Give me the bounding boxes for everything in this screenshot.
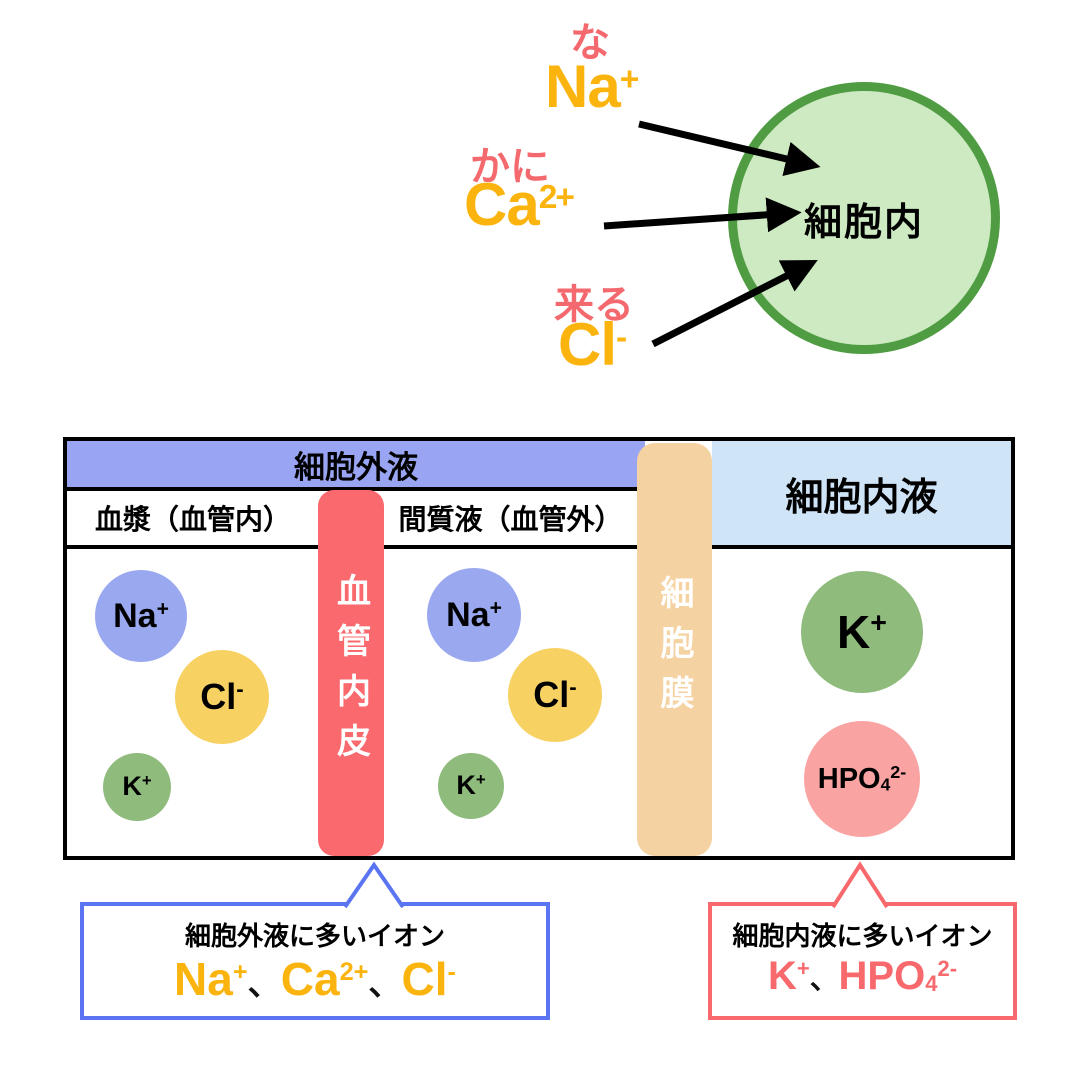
callout-title: 細胞外液に多いイオン [184, 921, 445, 951]
ion-symbol: HPO [817, 762, 881, 795]
cell-label: 細胞内 [803, 201, 924, 244]
ion-charge: + [796, 955, 810, 981]
mnemonic-kana-ca: かに [470, 145, 550, 189]
ion-charge: - [616, 319, 627, 357]
ion-label: K+ [456, 770, 485, 801]
mnemonic-ion-cl: Cl- [558, 310, 627, 379]
callout-title: 細胞内液に多いイオン [732, 921, 993, 951]
ion-symbol: Cl [533, 674, 570, 715]
ion-symbol: Cl [401, 953, 448, 1005]
ion-charge: - [569, 674, 577, 700]
separator: 、 [809, 964, 839, 996]
ion-charge: + [156, 596, 169, 620]
membrane-bar-label: 細胞膜 [655, 574, 693, 725]
blue-pointer-icon [343, 861, 405, 909]
ion-label: Cl- [200, 676, 243, 718]
fluid-compartment-table: 細胞外液 細胞内液 血漿（血管内） 間質液（血管外） Na+ Cl- K+ Na… [63, 437, 1015, 860]
intracellular-header-label: 細胞内液 [785, 476, 938, 519]
ion-label: K+ [837, 605, 887, 659]
separator: 、 [368, 966, 402, 1003]
ion-symbol: Ca [464, 171, 540, 238]
ion-symbol: Na [545, 53, 621, 120]
ion-circle-hpo4-intracellular: HPO42- [804, 721, 920, 837]
mnemonic-kana-cl: 来る [554, 283, 634, 327]
ion-circle-cl-plasma: Cl- [175, 650, 269, 744]
ion-label: K+ [122, 771, 151, 802]
ion-symbol: K [456, 770, 476, 801]
callout-ion-list: Na+、Ca2+、Cl- [84, 953, 546, 1006]
interstitial-header-label: 間質液（血管外） [398, 504, 623, 535]
ion-charge: + [870, 607, 887, 640]
ion-symbol: K [122, 771, 142, 802]
ion-symbol: Cl [558, 311, 617, 378]
ion-circle-k-interstitial: K+ [438, 753, 504, 819]
ion-circle-na-plasma: Na+ [95, 570, 187, 662]
ion-circle-k-intracellular: K+ [801, 571, 923, 693]
plasma-header-label: 血漿（血管内） [94, 504, 291, 535]
ion-label: Na+ [446, 596, 502, 635]
membrane-bar: 細胞膜 [637, 443, 712, 856]
ion-subscript: 4 [880, 774, 891, 795]
plasma-header: 血漿（血管内） [67, 491, 319, 545]
divider-line [67, 487, 645, 491]
ion-symbol: Na [174, 953, 233, 1005]
callout-ion-list: K+、HPO42- [712, 953, 1013, 999]
ion-charge: + [475, 770, 486, 790]
mnemonic-ion-ca: Ca2+ [464, 170, 575, 239]
ion-charge: + [232, 957, 248, 986]
ion-charge: 2+ [538, 179, 575, 217]
ion-symbol: Na [446, 595, 490, 634]
endothelium-bar-label: 血管内皮 [331, 573, 370, 773]
ion-charge: + [141, 771, 152, 791]
ion-symbol: K [837, 606, 871, 658]
extracellular-header: 細胞外液 [67, 441, 645, 487]
intracellular-ions-callout: 細胞内液に多いイオン K+、HPO42- [708, 902, 1017, 1020]
intracellular-header: 細胞内液 [712, 441, 1011, 545]
ion-symbol: K [767, 954, 797, 998]
extracellular-header-label: 細胞外液 [294, 449, 418, 485]
ion-circle-cl-interstitial: Cl- [508, 648, 602, 742]
ion-symbol: Ca [280, 953, 340, 1005]
ion-charge: 2- [937, 955, 958, 981]
ion-circle-na-interstitial: Na+ [427, 568, 521, 662]
ion-symbol: HPO [838, 954, 926, 998]
ion-symbol: Cl [200, 676, 237, 717]
ion-charge: - [236, 676, 244, 702]
ion-charge: + [619, 61, 640, 99]
ion-label: HPO42- [818, 762, 907, 796]
ion-symbol: Na [113, 596, 157, 635]
ion-circle-k-plasma: K+ [103, 753, 171, 821]
extracellular-ions-callout: 細胞外液に多いイオン Na+、Ca2+、Cl- [80, 902, 550, 1020]
ion-label: Na+ [113, 597, 169, 636]
ion-charge: 2- [890, 762, 907, 783]
red-pointer-icon [831, 861, 889, 909]
separator: 、 [247, 966, 281, 1003]
ion-charge: - [447, 957, 456, 986]
interstitial-header: 間質液（血管外） [384, 491, 637, 545]
mnemonic-kana-na: な [570, 21, 610, 65]
ion-label: Cl- [533, 674, 576, 716]
mnemonic-ion-na: Na+ [545, 52, 640, 121]
divider-line [67, 545, 1011, 549]
ion-subscript: 4 [925, 971, 938, 997]
ion-charge: + [489, 595, 502, 619]
cell-circle: 細胞内 [728, 82, 1000, 354]
endothelium-bar: 血管内皮 [318, 490, 384, 856]
ion-charge: 2+ [339, 957, 369, 986]
